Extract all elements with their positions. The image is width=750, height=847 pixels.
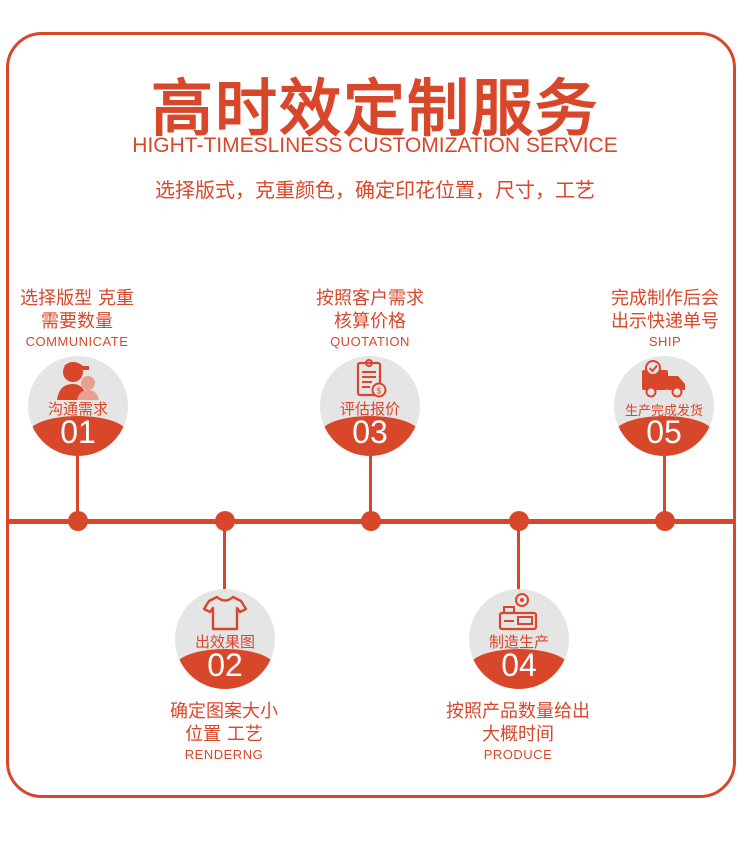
connector-01 bbox=[76, 452, 79, 514]
step-04-arc bbox=[469, 649, 569, 689]
step-01-number: 01 bbox=[60, 414, 96, 450]
timeline-dot-01 bbox=[68, 511, 88, 531]
step-05-description: 完成制作后会出示快递单号 bbox=[611, 288, 719, 332]
step-04-english: PRODUCE bbox=[483, 747, 553, 762]
page-description: 选择版式，克重颜色，确定印花位置，尺寸，工艺 bbox=[155, 178, 595, 202]
step-03-label: 评估报价 bbox=[339, 400, 400, 418]
step-05-english: SHIP bbox=[648, 334, 682, 349]
content-frame bbox=[6, 32, 736, 798]
step-05-label: 生产完成发货 bbox=[624, 404, 703, 419]
svg-text:$: $ bbox=[376, 387, 382, 397]
delivery-truck-icon bbox=[642, 360, 685, 398]
step-03-description: 按照客户需求核算价格 bbox=[316, 288, 424, 332]
timeline-dot-05 bbox=[655, 511, 675, 531]
production-machine-icon bbox=[498, 593, 538, 631]
step-03-english: QUOTATION bbox=[330, 334, 410, 349]
page-subtitle: HIGHT-TIMESLINESS CUSTOMIZATION SERVICE bbox=[132, 134, 618, 157]
step-02-circle: 出效果图 02 bbox=[175, 589, 275, 689]
step-04-circle: 制造生产 04 bbox=[469, 589, 569, 689]
quotation-document-icon: $ bbox=[356, 359, 387, 398]
step-01-english: COMMUNICATE bbox=[25, 334, 129, 349]
step-02-arc bbox=[175, 649, 275, 689]
step-01-description: 选择版型 克重需要数量 bbox=[20, 288, 134, 332]
step-01-label: 沟通需求 bbox=[47, 400, 108, 418]
page-title: 高时效定制服务 bbox=[150, 72, 599, 145]
step-01-arc bbox=[28, 416, 128, 456]
step-04-label: 制造生产 bbox=[488, 633, 549, 651]
connector-03 bbox=[369, 452, 372, 514]
step-04-number: 04 bbox=[501, 647, 537, 683]
step-03-number: 03 bbox=[352, 414, 388, 450]
step-01-circle: 沟通需求 01 bbox=[28, 356, 128, 456]
step-05-arc bbox=[614, 416, 714, 456]
step-03-arc bbox=[320, 416, 420, 456]
connector-05 bbox=[663, 452, 666, 514]
timeline-dot-02 bbox=[215, 511, 235, 531]
step-02-number: 02 bbox=[207, 647, 243, 683]
step-03-circle: $ 评估报价 03 bbox=[320, 356, 420, 456]
step-05-number: 05 bbox=[646, 414, 682, 450]
timeline-dot-04 bbox=[509, 511, 529, 531]
tshirt-icon bbox=[202, 595, 248, 631]
connector-02 bbox=[223, 528, 226, 598]
step-02-description: 确定图案大小位置 工艺 bbox=[170, 701, 278, 745]
step-02-english: RENDERNG bbox=[184, 747, 264, 762]
connector-04 bbox=[517, 528, 520, 598]
step-05-circle: 生产完成发货 05 bbox=[614, 356, 714, 456]
timeline-dot-03 bbox=[361, 511, 381, 531]
step-02-label: 出效果图 bbox=[194, 633, 255, 651]
customer-service-icon bbox=[57, 362, 99, 400]
step-04-description: 按照产品数量给出大概时间 bbox=[446, 701, 590, 745]
